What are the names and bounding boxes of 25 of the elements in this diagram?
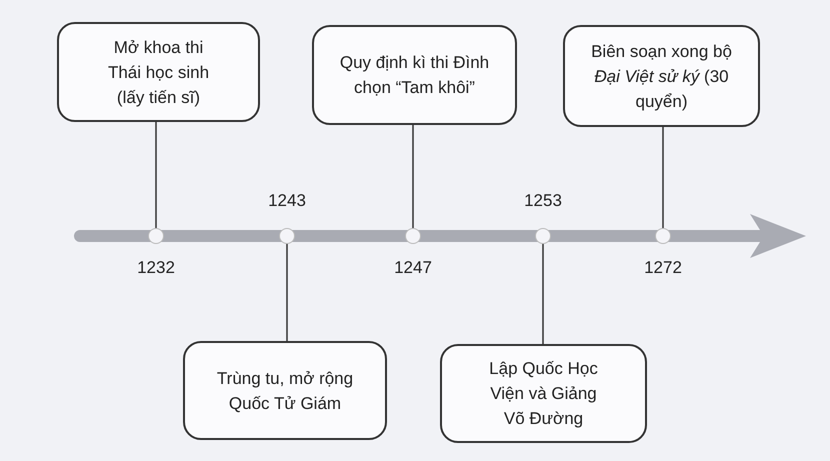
year-label: 1247: [394, 258, 432, 278]
leader-line: [155, 122, 157, 228]
year-label: 1272: [644, 258, 682, 278]
event-text: Lập Quốc Học Viện và Giảng Võ Đường: [488, 358, 599, 430]
leader-line: [412, 125, 414, 228]
timeline-dot: [655, 228, 671, 244]
year-label: 1232: [137, 258, 175, 278]
event-box: [563, 25, 760, 127]
year-label: 1243: [268, 191, 306, 211]
event-box: [57, 22, 260, 122]
event-box: [183, 341, 387, 440]
event-text: Mở khoa thi Thái học sinh (lấy tiến sĩ): [106, 36, 210, 108]
event-box: [312, 25, 517, 125]
event-box: [440, 344, 647, 443]
timeline-dot: [148, 228, 164, 244]
event-text: Quy định kì thi Đình chọn “Tam khôi”: [338, 52, 490, 99]
timeline-dot: [279, 228, 295, 244]
year-label: 1253: [524, 191, 562, 211]
event-text: Biên soạn xong bộ Đại Việt sử ký (30 quyển): [590, 40, 733, 112]
leader-line: [542, 244, 544, 344]
timeline-dot: [405, 228, 421, 244]
leader-line: [662, 127, 664, 228]
timeline-dot: [535, 228, 551, 244]
event-text: Trùng tu, mở rộng Quốc Tử Giám: [216, 368, 354, 414]
leader-line: [286, 244, 288, 341]
